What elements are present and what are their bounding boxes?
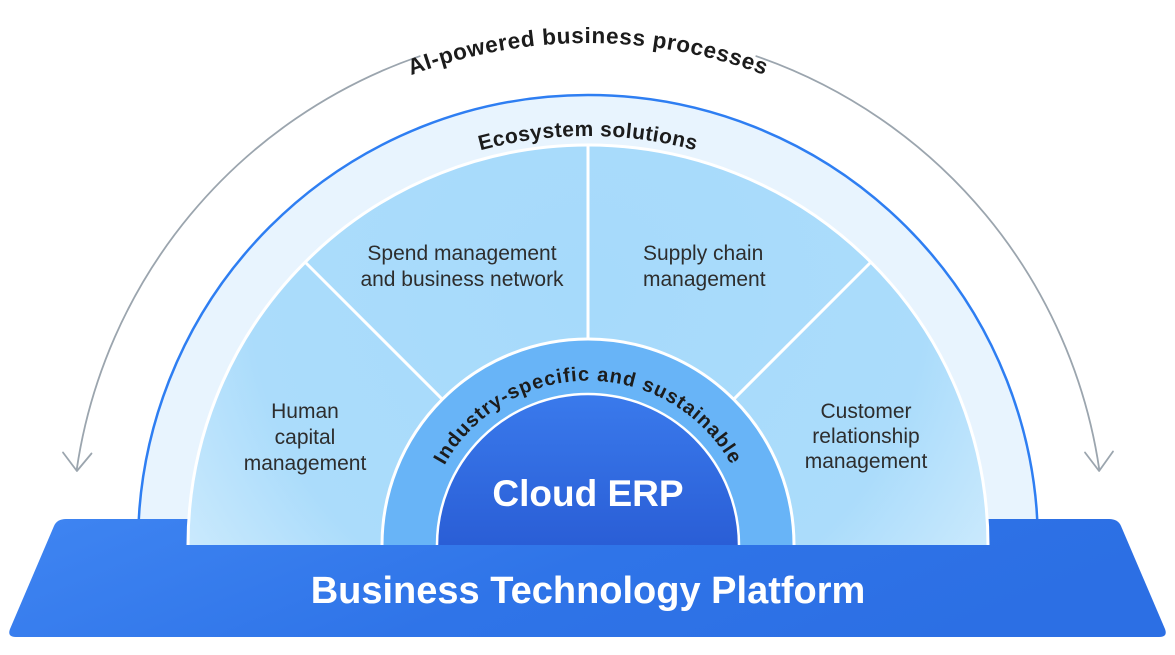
left-curved-arrow-icon bbox=[75, 55, 421, 471]
segment-label-line: management bbox=[805, 450, 928, 473]
ecosystem-ring-border bbox=[136, 93, 1040, 546]
right-curved-arrow-icon bbox=[755, 55, 1101, 471]
segment-label-line: capital bbox=[275, 426, 336, 449]
segment-label-line: management bbox=[244, 452, 367, 475]
outer-arc-caption: AI-powered business processes bbox=[404, 23, 772, 80]
flow-arrows bbox=[62, 55, 1114, 472]
left-arrowhead-icon bbox=[62, 451, 93, 472]
cloud-erp-outline bbox=[435, 392, 741, 546]
industry-ring-outline bbox=[380, 337, 796, 546]
segment-label-line: Customer bbox=[820, 400, 911, 423]
cloud-erp-core bbox=[437, 394, 739, 545]
right-arrowhead-icon bbox=[1084, 450, 1114, 472]
outer-arc-caption-text: AI-powered business processes bbox=[404, 23, 771, 80]
platform-title: Business Technology Platform bbox=[311, 570, 866, 612]
segment-label-customer-relationship: Customer relationship management bbox=[805, 400, 928, 473]
segment-label-human-capital: Human capital management bbox=[244, 400, 367, 475]
segment-label-line: and business network bbox=[360, 268, 564, 291]
segment-label-line: Human bbox=[271, 400, 339, 423]
segment-label-line: relationship bbox=[812, 425, 919, 448]
segment-label-spend-management: Spend management and business network bbox=[360, 242, 564, 291]
segment-label-line: Spend management bbox=[367, 242, 556, 265]
platform-base bbox=[9, 519, 1166, 637]
segment-label-line: management bbox=[643, 268, 766, 291]
segment-label-supply-chain: Supply chain management bbox=[643, 242, 766, 291]
segment-label-line: Supply chain bbox=[643, 242, 763, 265]
segment-divider-right bbox=[732, 260, 873, 401]
cloud-erp-title: Cloud ERP bbox=[492, 473, 683, 514]
segment-divider-left bbox=[303, 260, 444, 401]
